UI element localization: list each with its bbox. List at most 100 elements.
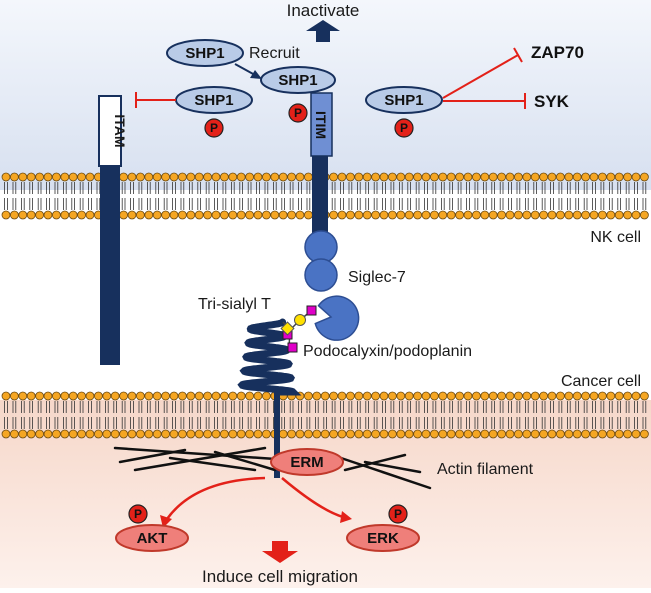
nk-lipid-head	[480, 210, 490, 220]
akt	[115, 524, 189, 552]
nk-lipid-head	[488, 210, 498, 220]
nk-lipid-head	[640, 210, 649, 220]
cancer-lipid-head	[614, 429, 624, 439]
nk-lipid-head	[606, 172, 616, 182]
cancer-lipid-head	[18, 391, 28, 401]
cancer-lipid-head	[598, 391, 607, 401]
nk-lipid-head	[413, 172, 423, 182]
cancer-lipid-head	[26, 429, 36, 439]
nk-lipid-head	[68, 172, 78, 182]
cancer-lipid-head	[640, 391, 649, 401]
nk-lipid-head	[413, 210, 423, 220]
cancer-lipid-head	[623, 429, 632, 439]
erk	[346, 524, 420, 552]
nk-lipid-head	[438, 172, 448, 182]
galactose	[294, 314, 306, 326]
cancer-lipid-head	[530, 429, 540, 439]
nk-lipid-head	[564, 172, 574, 182]
itim-box	[310, 92, 333, 157]
cancer-lipid-head	[320, 429, 330, 439]
cancer-lipid-head	[77, 429, 86, 439]
phospho-shp1-itam-label: P	[210, 121, 218, 135]
nk-lipid-head	[539, 172, 548, 182]
cancer-lipid-head	[77, 391, 86, 401]
cancer-lipid-head	[228, 429, 238, 439]
nk-lipid-head	[640, 172, 649, 182]
nk-lipid-head	[354, 172, 364, 182]
cancer-lipid-head	[127, 391, 137, 401]
siglec7-stalk	[312, 150, 328, 250]
nk-lipid-head	[236, 172, 246, 182]
shp1-kinase-label: SHP1	[384, 92, 423, 109]
cancer-lipid-head	[539, 391, 548, 401]
cancer-lipid-head	[194, 429, 204, 439]
cancer-lipid-head	[203, 391, 213, 401]
nk-lipid-head	[186, 172, 196, 182]
nk-lipid-head	[253, 210, 263, 220]
nk-lipid-head	[228, 172, 238, 182]
nk-lipid-head	[572, 172, 582, 182]
cancer-lipid-head	[169, 429, 179, 439]
nk-lipid-head	[539, 210, 548, 220]
cancer-lipid-head	[589, 391, 599, 401]
cancer-lipid-head	[94, 391, 103, 401]
cancer-lipid-head	[127, 429, 137, 439]
nk-lipid-head	[547, 172, 557, 182]
nk-lipid-head	[152, 210, 162, 220]
cancer-lipid-head	[539, 429, 548, 439]
cancer-lipid-head	[211, 391, 221, 401]
cancer-lipid-head	[329, 429, 339, 439]
nk-lipid-head	[404, 172, 414, 182]
nk-lipid-head	[387, 172, 397, 182]
nk-lipid-head	[177, 210, 187, 220]
cancer-lipid-head	[329, 391, 339, 401]
nk-lipid-head	[396, 172, 406, 182]
nk-lipid-head	[614, 172, 624, 182]
cancer-lipid-head	[35, 429, 44, 439]
nk-lipid-head	[329, 210, 339, 220]
nk-lipid-head	[295, 172, 305, 182]
nk-lipid-head	[446, 172, 456, 182]
cancer-lipid-head	[396, 391, 406, 401]
cancer-lipid-head	[135, 391, 145, 401]
sialic-acid-1	[306, 305, 317, 316]
nk-lipid-head	[303, 172, 313, 182]
cancer-lipid-head	[404, 391, 414, 401]
cancer-lipid-head	[161, 391, 171, 401]
cancer-lipid-head	[152, 391, 162, 401]
nk-lipid-head	[60, 172, 70, 182]
nk-lipid-head	[404, 210, 414, 220]
cancer-lipid-head	[52, 429, 61, 439]
cancer-lipid-head	[1, 391, 11, 401]
nk-lipid-head	[261, 172, 271, 182]
cancer-lipid-head	[60, 391, 70, 401]
nk-lipid-head	[287, 172, 297, 182]
nk-lipid-head	[1, 210, 11, 220]
actin-label: Actin filament	[437, 461, 534, 478]
recruit-arrow-line	[234, 63, 256, 76]
cancer-lipid-head	[598, 429, 607, 439]
nk-lipid-head	[530, 210, 540, 220]
phospho-shp1-itam	[204, 118, 224, 138]
nk-lipid-head	[261, 210, 271, 220]
cancer-lipid-head	[186, 391, 196, 401]
nk-lipid-head	[463, 172, 473, 182]
cancer-lipid-head	[421, 391, 431, 401]
arrow-to-akt	[165, 476, 266, 520]
cancer-lipid-head	[278, 429, 288, 439]
nk-lipid-head	[556, 210, 565, 220]
cancer-lipid-head	[295, 429, 305, 439]
phospho-erk-label: P	[394, 507, 402, 521]
nk-lipid-head	[135, 172, 145, 182]
cancer-lipid-head	[497, 391, 507, 401]
siglec7-domain-2	[304, 258, 338, 292]
cancer-lipid-head	[1, 429, 11, 439]
cancer-lipid-head	[455, 391, 465, 401]
cancer-lipid-head	[345, 429, 355, 439]
cancer-lipid-head	[43, 429, 53, 439]
nk-lipid-head	[135, 210, 145, 220]
induce-migration-arrow	[262, 541, 298, 563]
cancer-lipid-head	[354, 429, 364, 439]
itam-box	[98, 95, 122, 167]
nk-lipid-head	[514, 172, 523, 182]
